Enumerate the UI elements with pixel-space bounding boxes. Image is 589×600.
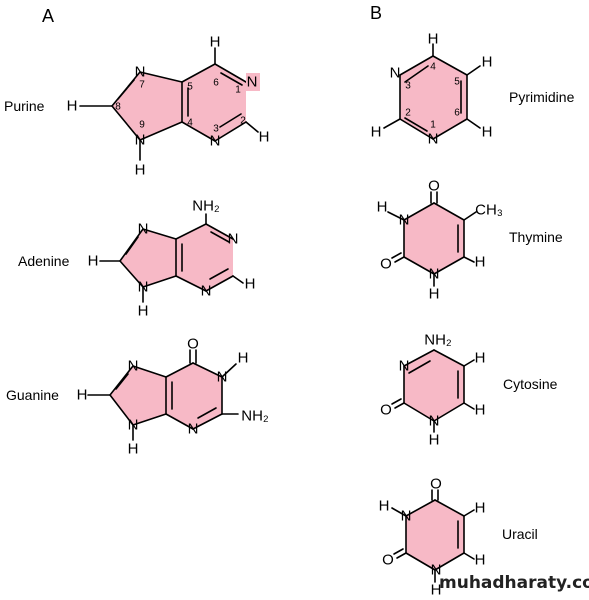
- adenine-n7-atom: N: [138, 221, 149, 238]
- uracil-h1-atom: H: [431, 582, 442, 599]
- purine-h9-atom: H: [135, 162, 146, 179]
- purine-n7-atom: N: [135, 64, 146, 81]
- pyrimidine-h2-atom: H: [371, 124, 382, 141]
- purine-number-8: 8: [115, 102, 121, 113]
- purine-number-5: 5: [187, 82, 193, 93]
- guanine-label: Guanine: [6, 387, 59, 403]
- uracil-bonds: [391, 489, 475, 583]
- uracil-ring: [406, 500, 464, 570]
- purine-number-9: 9: [139, 120, 145, 131]
- thymine-h6-atom: H: [475, 254, 486, 271]
- uracil-structure: O N N H H H O H: [379, 476, 486, 599]
- purine-label: Purine: [4, 98, 45, 114]
- uracil-oxygen-left: O: [382, 552, 394, 569]
- guanine-h8-atom: H: [77, 387, 88, 404]
- adenine-h8-atom: H: [88, 253, 99, 270]
- purine-number-3: 3: [213, 124, 219, 135]
- pyrimidine-number-3: 3: [405, 81, 411, 92]
- pyrimidine-n1-atom: N: [428, 131, 439, 148]
- adenine-h9-atom: H: [138, 303, 149, 320]
- adenine-h2-atom: H: [245, 276, 256, 293]
- guanine-amino-group: NH₂: [241, 408, 269, 425]
- pyrimidine-label: Pyrimidine: [509, 89, 575, 105]
- purine-five-ring: [112, 72, 182, 140]
- purine-number-2: 2: [240, 116, 246, 127]
- thymine-structure: O N N H CH₃ H O H: [377, 178, 503, 303]
- adenine-n9-atom: N: [138, 279, 149, 296]
- thymine-n1-atom: N: [429, 266, 440, 283]
- thymine-n3-atom: N: [399, 212, 410, 229]
- panel-label-b: B: [370, 3, 382, 23]
- pyrimidine-h4-atom: H: [428, 31, 439, 48]
- purine-n9-atom: N: [135, 132, 146, 149]
- adenine-n3-atom: N: [201, 283, 212, 300]
- pyrimidine-number-1: 1: [430, 120, 436, 131]
- thymine-h3-atom: H: [377, 199, 388, 216]
- pyrimidine-number-4: 4: [430, 62, 436, 73]
- purine-number-7: 7: [139, 80, 145, 91]
- pyrimidine-h5-atom: H: [482, 54, 493, 71]
- thymine-ring: [404, 203, 464, 274]
- uracil-h3-atom: H: [379, 498, 390, 515]
- cytosine-h1-atom: H: [429, 432, 440, 449]
- guanine-n3-atom: N: [188, 421, 199, 438]
- guanine-n1-atom: N: [217, 369, 228, 386]
- pyrimidine-ring: [400, 56, 467, 139]
- guanine-structure: N N N N O H NH₂ H H: [77, 336, 269, 458]
- guanine-oxygen-atom: O: [187, 336, 199, 353]
- purine-h6-atom: H: [210, 34, 221, 51]
- purine-bonds: [79, 47, 259, 161]
- uracil-h6-atom: H: [475, 552, 486, 569]
- cytosine-h5-atom: H: [475, 350, 486, 367]
- panel-label-a: A: [42, 6, 54, 26]
- pyrimidine-number-2: 2: [405, 108, 411, 119]
- adenine-label: Adenine: [18, 253, 70, 269]
- cytosine-oxygen-atom: O: [380, 402, 392, 419]
- cytosine-label: Cytosine: [503, 376, 558, 392]
- purine-number-6: 6: [213, 78, 219, 89]
- adenine-bonds: [99, 213, 244, 303]
- purine-h8-atom: H: [67, 98, 78, 115]
- thymine-oxygen-top: O: [428, 178, 440, 195]
- cytosine-n1-atom: N: [429, 413, 440, 430]
- guanine-n7-atom: N: [128, 358, 139, 375]
- cytosine-n3-atom: N: [399, 358, 410, 375]
- pyrimidine-structure: N N H H H H 4 3 2 1 6 5: [371, 31, 493, 148]
- guanine-h1-atom: H: [238, 350, 249, 367]
- adenine-structure: N N N N NH₂ H H H: [88, 198, 256, 320]
- uracil-h5-atom: H: [475, 500, 486, 517]
- uracil-n3-atom: N: [401, 508, 412, 525]
- cytosine-bonds: [391, 349, 475, 433]
- thymine-methyl-group: CH₃: [475, 202, 503, 219]
- purine-h2-atom: H: [259, 129, 270, 146]
- thymine-h1-atom: H: [429, 286, 440, 303]
- purine-n3-atom: N: [210, 133, 221, 150]
- thymine-bonds: [387, 191, 477, 287]
- guanine-bonds: [87, 349, 239, 441]
- adenine-n1-atom: N: [228, 231, 239, 248]
- uracil-n1-atom: N: [431, 562, 442, 579]
- purine-structure: N N N N H H H H 7 8 9 5 4 6 1 2 3: [67, 34, 270, 179]
- watermark-text: muhadharaty.com: [439, 573, 589, 593]
- pyrimidine-h6-atom: H: [482, 124, 493, 141]
- purine-number-1: 1: [235, 85, 241, 96]
- pyrimidine-number-6: 6: [454, 108, 460, 119]
- pyrimidine-bonds: [383, 43, 481, 140]
- uracil-oxygen-top: O: [430, 476, 442, 493]
- cytosine-h6-atom: H: [475, 402, 486, 419]
- adenine-amino-group: NH₂: [192, 198, 220, 215]
- guanine-h9-atom: H: [128, 441, 139, 458]
- thymine-label: Thymine: [509, 229, 563, 245]
- pyrimidine-number-5: 5: [454, 77, 460, 88]
- pyrimidine-n3-atom: N: [390, 65, 401, 82]
- cytosine-structure: NH₂ N N H H O H: [380, 332, 485, 449]
- guanine-n9-atom: N: [128, 417, 139, 434]
- purine-n1-atom: N: [247, 74, 258, 91]
- purine-number-4: 4: [187, 118, 193, 129]
- guanine-five-ring: [110, 366, 166, 425]
- thymine-oxygen-left: O: [380, 256, 392, 273]
- uracil-label: Uracil: [502, 526, 538, 542]
- cytosine-amino-group: NH₂: [424, 332, 452, 349]
